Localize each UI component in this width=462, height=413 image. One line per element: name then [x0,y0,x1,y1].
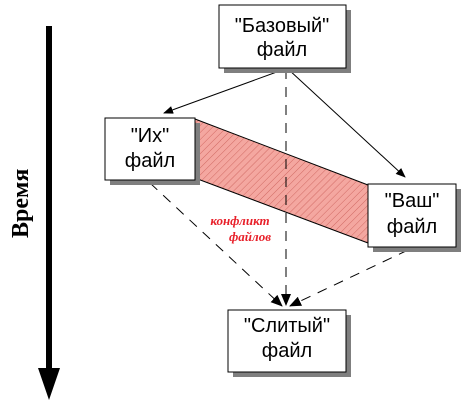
time-axis: Время [8,26,60,400]
conflict-label-line1: конфликт [210,213,269,228]
yours-file-title: "Ваш" [385,190,440,212]
theirs-file-label: файл [125,150,175,172]
base-file-box: "Базовый" файл [218,4,351,73]
arrow-base-to-theirs [163,68,286,114]
base-file-label: файл [257,39,307,61]
dashed-theirs-to-merged [149,182,283,307]
theirs-file-title: "Их" [131,125,170,147]
theirs-file-box: "Их" файл [104,117,200,185]
conflict-label-line2: файлов [229,229,271,244]
yours-file-box: "Ваш" файл [367,183,461,252]
arrow-base-to-yours [287,68,406,178]
merged-file-title: "Слитый" [244,315,330,337]
conflict-label: конфликт файлов [210,213,271,244]
merged-file-label: файл [262,340,312,362]
time-arrowhead-icon [38,368,60,400]
time-axis-label: Время [8,169,34,238]
merged-file-box: "Слитый" файл [227,309,351,377]
base-file-title: "Базовый" [235,15,329,37]
yours-file-label: файл [387,216,437,238]
dashed-yours-to-merged [289,249,409,307]
